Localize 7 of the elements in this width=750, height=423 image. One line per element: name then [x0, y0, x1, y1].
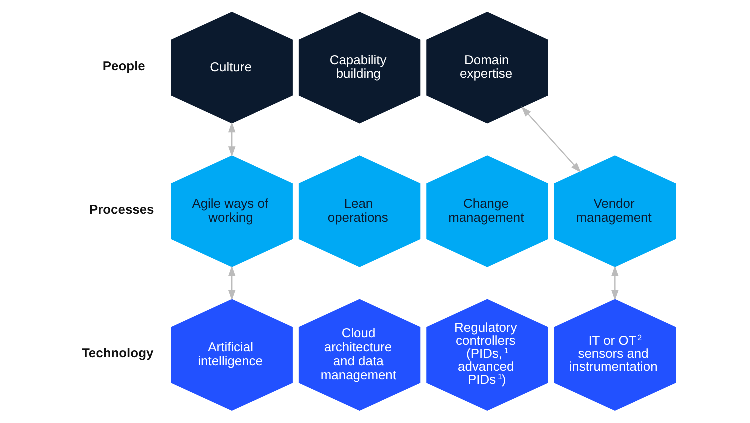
- label: People: [102, 58, 146, 74]
- label: Processes: [89, 202, 154, 217]
- arrow: [522, 106, 582, 173]
- label: Technology: [82, 346, 154, 361]
- arrow: [228, 122, 236, 158]
- arrow: [228, 266, 236, 301]
- arrow: [612, 266, 619, 301]
